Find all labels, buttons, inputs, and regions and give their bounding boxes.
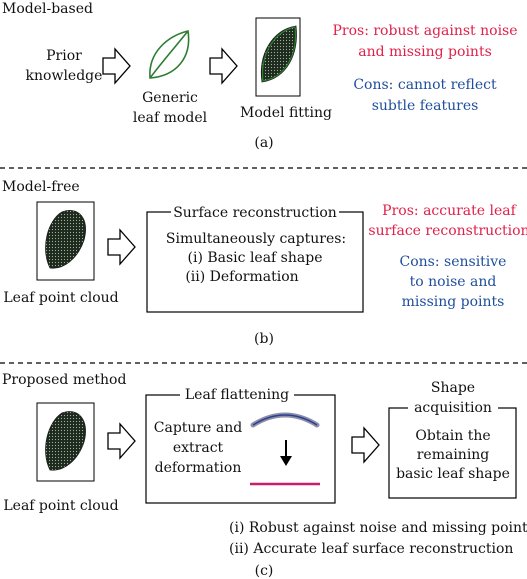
- surface-reconstruction-title: Surface reconstruction: [173, 205, 337, 221]
- shape-acquisition-box: [388, 407, 517, 499]
- prior-knowledge-line1: Prior: [46, 48, 82, 64]
- panel-a-cons-line1: Cons: cannot reflect: [353, 77, 497, 93]
- prior-knowledge-line2: knowledge: [26, 68, 103, 84]
- generic-leaf-line1: Generic: [142, 90, 198, 106]
- panel-b-title: Model-free: [2, 179, 80, 195]
- arrow-right-icon: [209, 47, 238, 85]
- panel-a-cons-line2: subtle features: [372, 98, 479, 114]
- panel-c-caption: (c): [255, 563, 274, 579]
- panel-b-cons-line2: to noise and: [410, 274, 497, 290]
- leaf-flattening-title: Leaf flattening: [185, 387, 289, 403]
- generic-leaf-line2: leaf model: [133, 110, 208, 126]
- generic-leaf-model-icon: [149, 30, 190, 79]
- arrow-right-icon: [102, 47, 131, 85]
- surface-reconstruction-box: [146, 211, 364, 313]
- model-fitting-label: Model fitting: [240, 105, 332, 121]
- flatten-line1: Capture and: [154, 420, 242, 436]
- panel-b-cloud-label: Leaf point cloud: [3, 290, 118, 306]
- box-title-mask: [171, 203, 339, 223]
- panel-c-cloud-label: Leaf point cloud: [3, 498, 118, 514]
- shape-line2: remaining: [417, 447, 490, 463]
- curved-leaf-profile-edge: [252, 414, 318, 426]
- flatten-line2: extract: [173, 440, 224, 456]
- flatten-line3: deformation: [155, 460, 242, 476]
- deformation-item: (ii) Deformation: [185, 269, 298, 285]
- arrow-down-icon: [280, 456, 292, 466]
- panel-a: Model-based Prior knowledge Generic leaf…: [2, 1, 518, 151]
- panel-c-title: Proposed method: [2, 372, 126, 388]
- shape-line3: basic leaf shape: [396, 466, 510, 482]
- basic-leaf-shape-item: (i) Basic leaf shape: [188, 250, 323, 266]
- panel-b: Model-free Leaf point cloud Surface reco…: [2, 179, 527, 347]
- leaf-point-cloud-icon: [45, 210, 86, 269]
- arrow-right-icon: [107, 228, 136, 266]
- panel-a-title: Model-based: [2, 1, 93, 17]
- panel-c: Proposed method Leaf point cloud Leaf fl…: [2, 372, 527, 579]
- arrow-right-icon: [351, 426, 380, 464]
- panel-a-caption: (a): [254, 135, 273, 151]
- shape-line1: Obtain the: [415, 428, 490, 444]
- arrow-right-icon: [107, 422, 136, 460]
- box-title-mask: [180, 385, 294, 405]
- leaf-point-cloud-icon: [45, 411, 86, 471]
- shape-acquisition-title-line1: Shape: [431, 380, 475, 396]
- panel-a-pros-line2: and missing points: [358, 44, 492, 60]
- benefit-robust: (i) Robust against noise and missing poi…: [229, 520, 527, 536]
- benefit-accurate: (ii) Accurate leaf surface reconstructio…: [229, 541, 513, 557]
- panel-a-pros-line1: Pros: robust against noise: [332, 23, 517, 39]
- captures-heading: Simultaneously captures:: [166, 231, 346, 247]
- panel-b-pros-line2: surface reconstruction: [368, 223, 527, 239]
- panel-b-pros-line1: Pros: accurate leaf: [382, 203, 517, 219]
- panel-b-caption: (b): [254, 331, 274, 347]
- fitted-model-outline: [261, 26, 297, 82]
- box-title-mask: [408, 397, 498, 419]
- panel-b-cons-line3: missing points: [402, 294, 505, 310]
- panel-b-cons-line1: Cons: sensitive: [400, 254, 507, 270]
- shape-acquisition-title-line2: acquisition: [414, 400, 492, 416]
